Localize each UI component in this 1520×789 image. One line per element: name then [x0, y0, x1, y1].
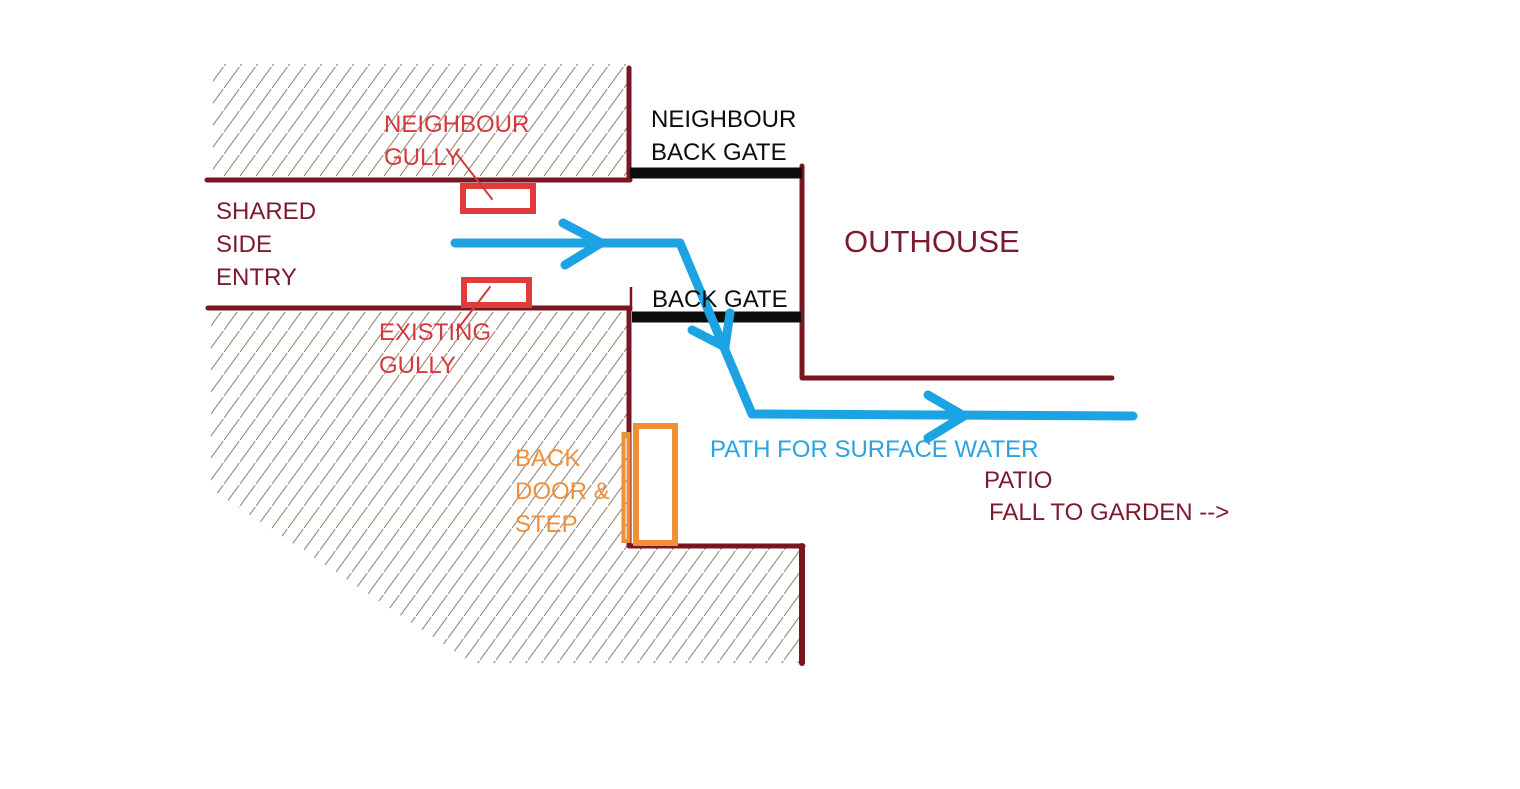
back-gate-label: BACK GATE	[652, 286, 788, 313]
fall-to-garden-label: FALL TO GARDEN -->	[989, 499, 1230, 526]
patio-label: PATIO	[984, 467, 1053, 494]
existing-gully-box	[461, 277, 532, 308]
water-arrowhead-down-icon	[687, 308, 735, 352]
water-arrowhead-right-icon	[558, 218, 606, 270]
neighbour-back-gate-label: NEIGHBOUR BACK GATE	[651, 106, 797, 166]
outhouse-label: OUTHOUSE	[844, 224, 1020, 259]
back-door-box	[633, 423, 678, 546]
shared-side-entry-label: SHARED SIDE ENTRY	[216, 198, 317, 291]
own-house-hatch	[211, 312, 800, 663]
neighbour-house-hatch	[213, 64, 628, 177]
neighbour-gully-box	[460, 183, 536, 214]
path-for-surface-water-label: PATH FOR SURFACE WATER	[710, 436, 1039, 463]
existing-gully-leader-line	[456, 286, 491, 331]
existing-gully-label: EXISTING GULLY	[379, 319, 492, 379]
neighbour-gully-label: NEIGHBOUR GULLY	[384, 111, 530, 171]
back-door-step-label: BACK DOOR & STEP	[515, 445, 610, 538]
neighbour-gully-leader-line	[455, 152, 493, 200]
water-arrowhead-garden-icon	[923, 390, 969, 443]
surface-water-path-line	[450, 238, 1138, 421]
door-step-box	[621, 432, 631, 543]
